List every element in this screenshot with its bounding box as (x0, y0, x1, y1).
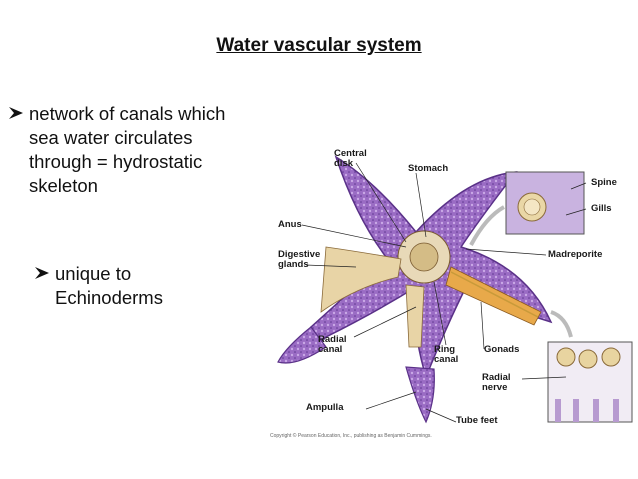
label-anus: Anus (278, 219, 302, 230)
label-spine: Spine (591, 177, 617, 188)
label-stomach: Stomach (408, 163, 449, 174)
label-gills: Gills (591, 203, 612, 214)
slide-title: Water vascular system (216, 35, 422, 56)
arrow-bullet-icon (8, 102, 26, 120)
starfish-illustration (277, 155, 633, 424)
figure-copyright: Copyright © Pearson Education, Inc., pub… (270, 433, 432, 439)
arrow-bullet-icon (34, 262, 52, 280)
label-ampulla: Ampulla (306, 402, 344, 413)
bullet-unique-to-echinoderms: unique to Echinoderms (34, 262, 234, 310)
label-madreporite: Madreporite (548, 249, 603, 260)
bullet-network-of-canals: network of canals which sea water circul… (8, 102, 278, 198)
label-gonads: Gonads (484, 344, 520, 355)
label-tube-feet: Tube feet (456, 415, 498, 426)
